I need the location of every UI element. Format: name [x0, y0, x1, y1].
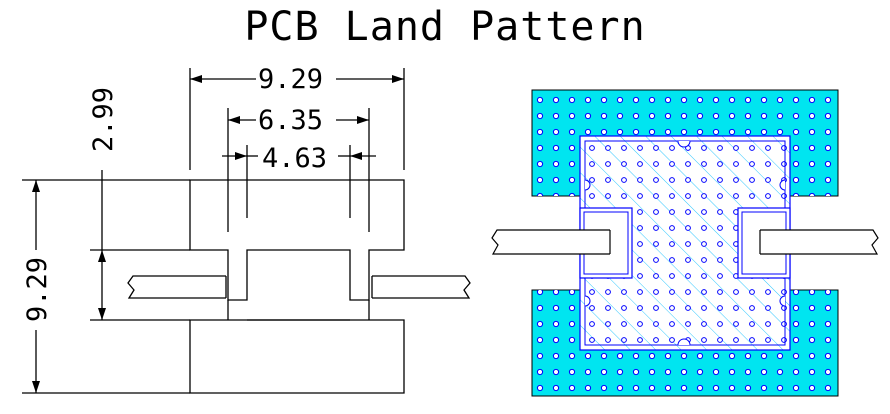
bottom-pad-vias [532, 290, 838, 396]
dim-overall-width: 9.29 [258, 64, 323, 95]
arrow-left [190, 75, 202, 83]
dim-pad-height: 2.99 [88, 87, 119, 152]
arrow-down [32, 381, 40, 393]
left-lead-render [491, 229, 610, 255]
label-bg [256, 102, 336, 136]
arrow-right [350, 152, 362, 160]
corner-notch [779, 179, 786, 191]
dim-inner-width: 6.35 [258, 105, 323, 136]
land-pattern-render [491, 89, 879, 397]
arrow-up [98, 250, 106, 262]
right-lead-render [760, 229, 879, 255]
arrow-down [98, 308, 106, 320]
label-bg [256, 60, 336, 94]
bottom-notch [677, 338, 691, 346]
corner-notch [584, 295, 591, 307]
arrow-left [235, 152, 247, 160]
corner-notch [779, 295, 786, 307]
bottom-pad-outline [189, 319, 405, 394]
corner-notch [584, 179, 591, 191]
top-notch [677, 140, 691, 148]
top-pad-vias [532, 90, 838, 196]
arrow-left [228, 116, 240, 124]
arrow-up [32, 180, 40, 192]
dimension-drawing: 9.29 6.35 4.63 2.99 [22, 60, 471, 394]
dim-gap-width: 4.63 [262, 143, 327, 174]
right-lead [372, 275, 471, 299]
arrow-right [357, 116, 369, 124]
left-lead [127, 275, 226, 299]
arrow-right [392, 75, 404, 83]
dim-overall-height: 9.29 [22, 257, 53, 322]
page-title: PCB Land Pattern [244, 4, 646, 50]
